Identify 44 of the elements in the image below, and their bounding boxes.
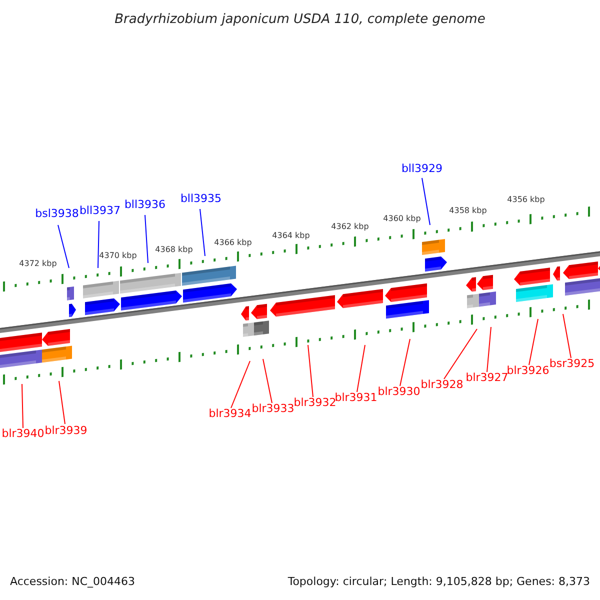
gene-label: bll3937 [79, 204, 121, 217]
gene-label: blr3930 [378, 385, 420, 398]
gene-label: blr3934 [208, 407, 252, 420]
gene-label: blr3928 [420, 378, 464, 391]
leader-line [58, 224, 70, 268]
scale-label: 4356 kbp [507, 194, 545, 206]
gene-label: bsl3938 [35, 207, 79, 220]
leader-line [308, 344, 314, 398]
leader-line [562, 314, 572, 358]
scale-label: 4366 kbp [214, 237, 252, 249]
scale-label: 4372 kbp [19, 258, 57, 270]
leader-line [486, 326, 492, 372]
scale-label: 4360 kbp [383, 213, 421, 225]
leader-line [200, 208, 206, 256]
leader-line [58, 380, 66, 424]
scale-label: 4370 kbp [99, 250, 137, 262]
gene-label: bll3929 [401, 162, 443, 175]
gene-label: blr3933 [252, 402, 294, 415]
leader-line [22, 384, 24, 428]
leader-line [444, 328, 478, 380]
leader-line [400, 338, 410, 386]
leader-line [422, 178, 430, 226]
scale-label: 4362 kbp [331, 221, 369, 233]
footer-text: Topology: circular; Length: 9,105,828 bp; Genes: 8,373 [288, 574, 590, 590]
gene-label: bll3935 [180, 192, 222, 205]
title: Bradyrhizobium japonicum USDA 110, complete genome [114, 11, 486, 29]
gene-label: blr3939 [44, 424, 88, 437]
gene-label: blr3927 [466, 371, 508, 384]
leader-line [98, 220, 100, 268]
gene-label: blr3940 [2, 427, 44, 440]
gene-label: bll3936 [124, 198, 166, 211]
scale-label: 4368 kbp [155, 244, 193, 256]
leader-line [528, 318, 538, 366]
gene-label: blr3932 [294, 396, 336, 409]
leader-line [230, 360, 250, 408]
footer-text: Accession: NC_004463 [10, 574, 136, 590]
leader-line [262, 358, 272, 404]
leader-line [356, 344, 366, 392]
scale-label: 4364 kbp [272, 230, 310, 242]
gene-label: blr3926 [506, 364, 550, 377]
leader-line [144, 214, 148, 264]
gene-label: bsr3925 [549, 357, 595, 370]
gene-label: blr3931 [334, 391, 378, 404]
scale-label: 4358 kbp [449, 205, 487, 217]
